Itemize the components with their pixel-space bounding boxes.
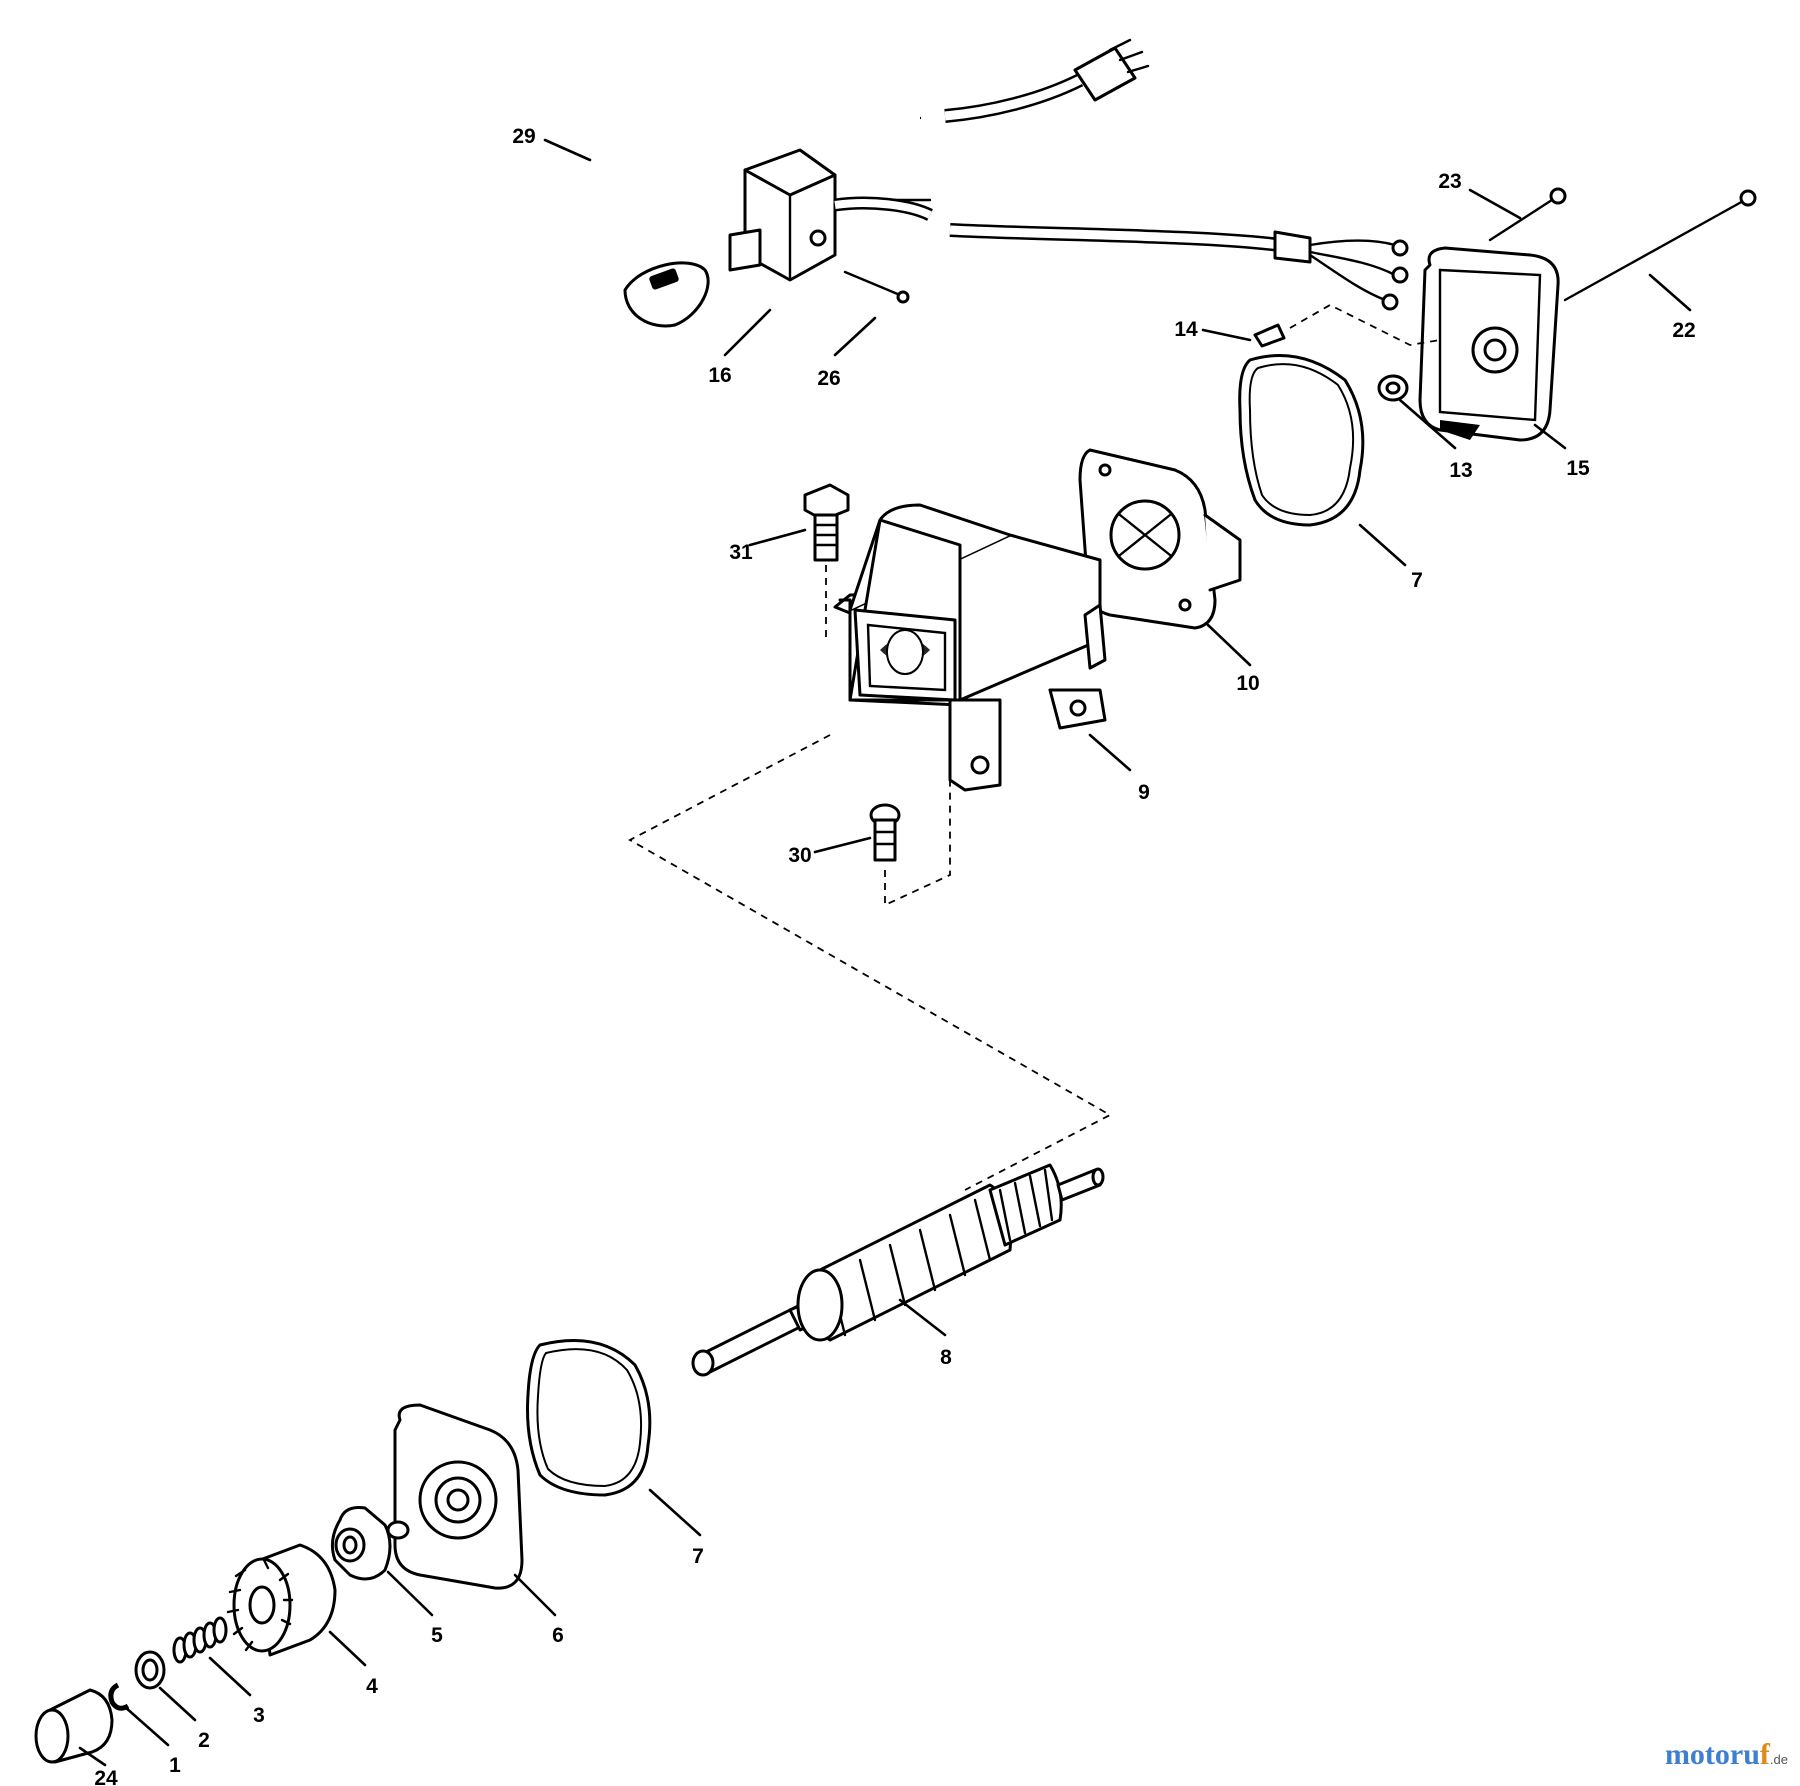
callout-24: 24 xyxy=(94,1767,118,1786)
dust-cover xyxy=(34,1688,114,1764)
callout-5: 5 xyxy=(431,1624,443,1647)
callout-16: 16 xyxy=(708,364,731,387)
cord-connector xyxy=(623,261,710,328)
armature xyxy=(691,1163,1105,1377)
watermark-logo: motoruf.de xyxy=(1665,1738,1788,1772)
callout-15: 15 xyxy=(1566,457,1590,480)
callout-10: 10 xyxy=(1236,672,1259,695)
field-housing xyxy=(833,503,1107,792)
switch-screw xyxy=(843,270,910,304)
anti-drift-spring xyxy=(172,1616,228,1664)
callout-31: 31 xyxy=(729,541,753,564)
drive-end-cap xyxy=(386,1403,524,1590)
brush-plate xyxy=(1078,448,1242,630)
callout-2: 2 xyxy=(198,1729,210,1752)
wall-plug xyxy=(1073,38,1150,102)
callout-labels: 29 16 26 23 22 14 13 15 7 10 31 9 30 8 7… xyxy=(94,125,1695,1786)
gasket-top xyxy=(1238,354,1365,527)
callout-4: 4 xyxy=(366,1675,378,1698)
housing-bolt xyxy=(803,483,850,562)
callout-9: 9 xyxy=(1138,781,1150,804)
through-bolt-long xyxy=(1563,189,1757,302)
retaining-ring xyxy=(108,1682,130,1711)
callout-7-bottom: 7 xyxy=(692,1545,704,1568)
callout-7-top: 7 xyxy=(1411,569,1423,592)
callout-29: 29 xyxy=(512,125,535,148)
callout-22: 22 xyxy=(1672,319,1695,342)
watermark-accent-text: f xyxy=(1759,1738,1770,1771)
cable-wire-leads xyxy=(1273,230,1409,311)
callout-26: 26 xyxy=(817,367,840,390)
watermark-tld-text: .de xyxy=(1769,1752,1788,1767)
watermark-main-text: motoru xyxy=(1664,1738,1760,1771)
end-cap-washer xyxy=(1377,374,1409,402)
push-button-switch xyxy=(728,148,933,282)
spring-retainer xyxy=(134,1650,166,1690)
stop-collar xyxy=(330,1506,392,1581)
callout-13: 13 xyxy=(1449,459,1472,482)
through-bolt-short xyxy=(1488,187,1567,242)
gasket-bottom xyxy=(526,1339,652,1497)
leader-lines xyxy=(78,138,1692,1767)
callout-30: 30 xyxy=(788,844,811,867)
callout-6: 6 xyxy=(552,1624,564,1647)
callout-14: 14 xyxy=(1174,318,1198,341)
end-cap xyxy=(1418,246,1560,442)
end-cap-screw xyxy=(1253,323,1286,348)
housing-screw xyxy=(869,803,901,862)
callout-1: 1 xyxy=(169,1754,181,1777)
callout-23: 23 xyxy=(1438,170,1461,193)
power-cord-assembly xyxy=(529,38,1150,328)
callout-8: 8 xyxy=(940,1346,952,1369)
callout-3: 3 xyxy=(253,1704,265,1727)
pinion-gear xyxy=(226,1543,337,1657)
